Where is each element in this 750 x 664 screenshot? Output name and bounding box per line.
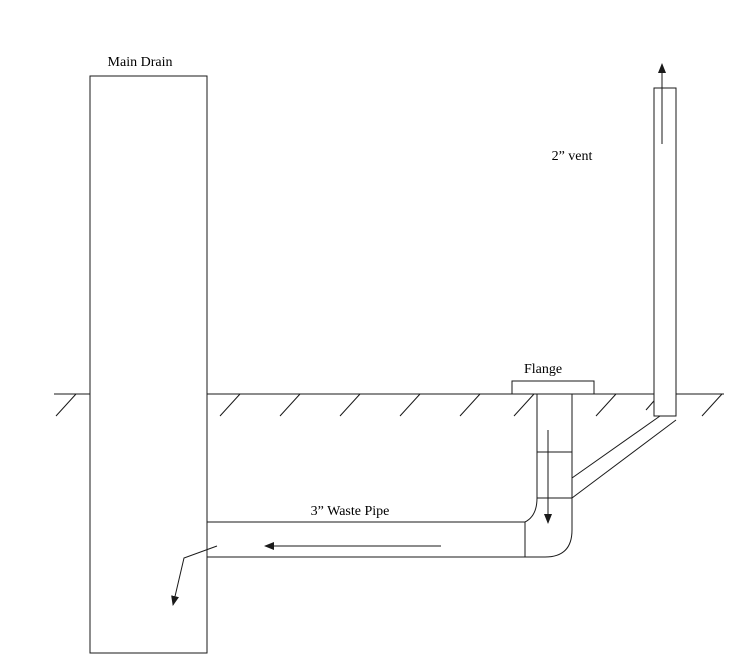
vent-label: 2” vent	[552, 149, 593, 164]
riser-pipe	[536, 394, 573, 499]
flange-label: Flange	[524, 362, 562, 377]
waste-pipe-label: 3” Waste Pipe	[311, 504, 390, 519]
ground-hatching	[55, 393, 723, 417]
vent-connector	[571, 415, 677, 499]
elbow-inner	[524, 497, 538, 523]
main-drain-pipe	[89, 75, 208, 654]
waste-pipe	[207, 521, 526, 558]
flow-arrows	[171, 63, 666, 606]
elbow-outer	[525, 498, 573, 558]
drain-down-arrow-icon	[171, 545, 218, 606]
vent-pipe	[653, 87, 677, 417]
main-drain-label: Main Drain	[108, 55, 173, 70]
flange	[511, 380, 595, 395]
